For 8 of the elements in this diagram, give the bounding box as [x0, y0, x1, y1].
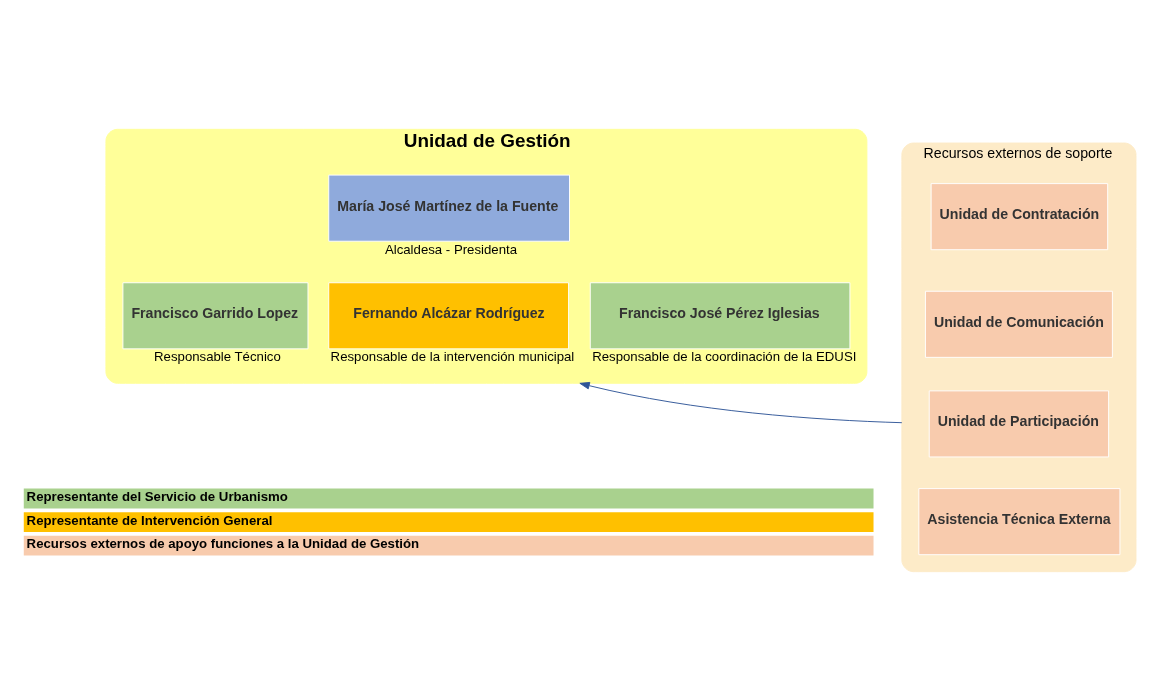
- legend-label: Representante de Intervención General: [26, 512, 273, 528]
- node-label: Alcaldesa - Presidenta: [384, 241, 518, 257]
- node-label: Responsable Técnico: [154, 348, 281, 364]
- node-label: Responsable de la intervención municipal: [330, 348, 575, 364]
- legend-label: Representante del Servicio de Urbanismo: [26, 488, 288, 504]
- node-label: Responsable de la coordinación de la EDUSI: [592, 348, 857, 364]
- legend-label: Recursos externos de apoyo funciones a la Unidad de Gestión: [26, 535, 420, 551]
- arrow: [579, 381, 903, 423]
